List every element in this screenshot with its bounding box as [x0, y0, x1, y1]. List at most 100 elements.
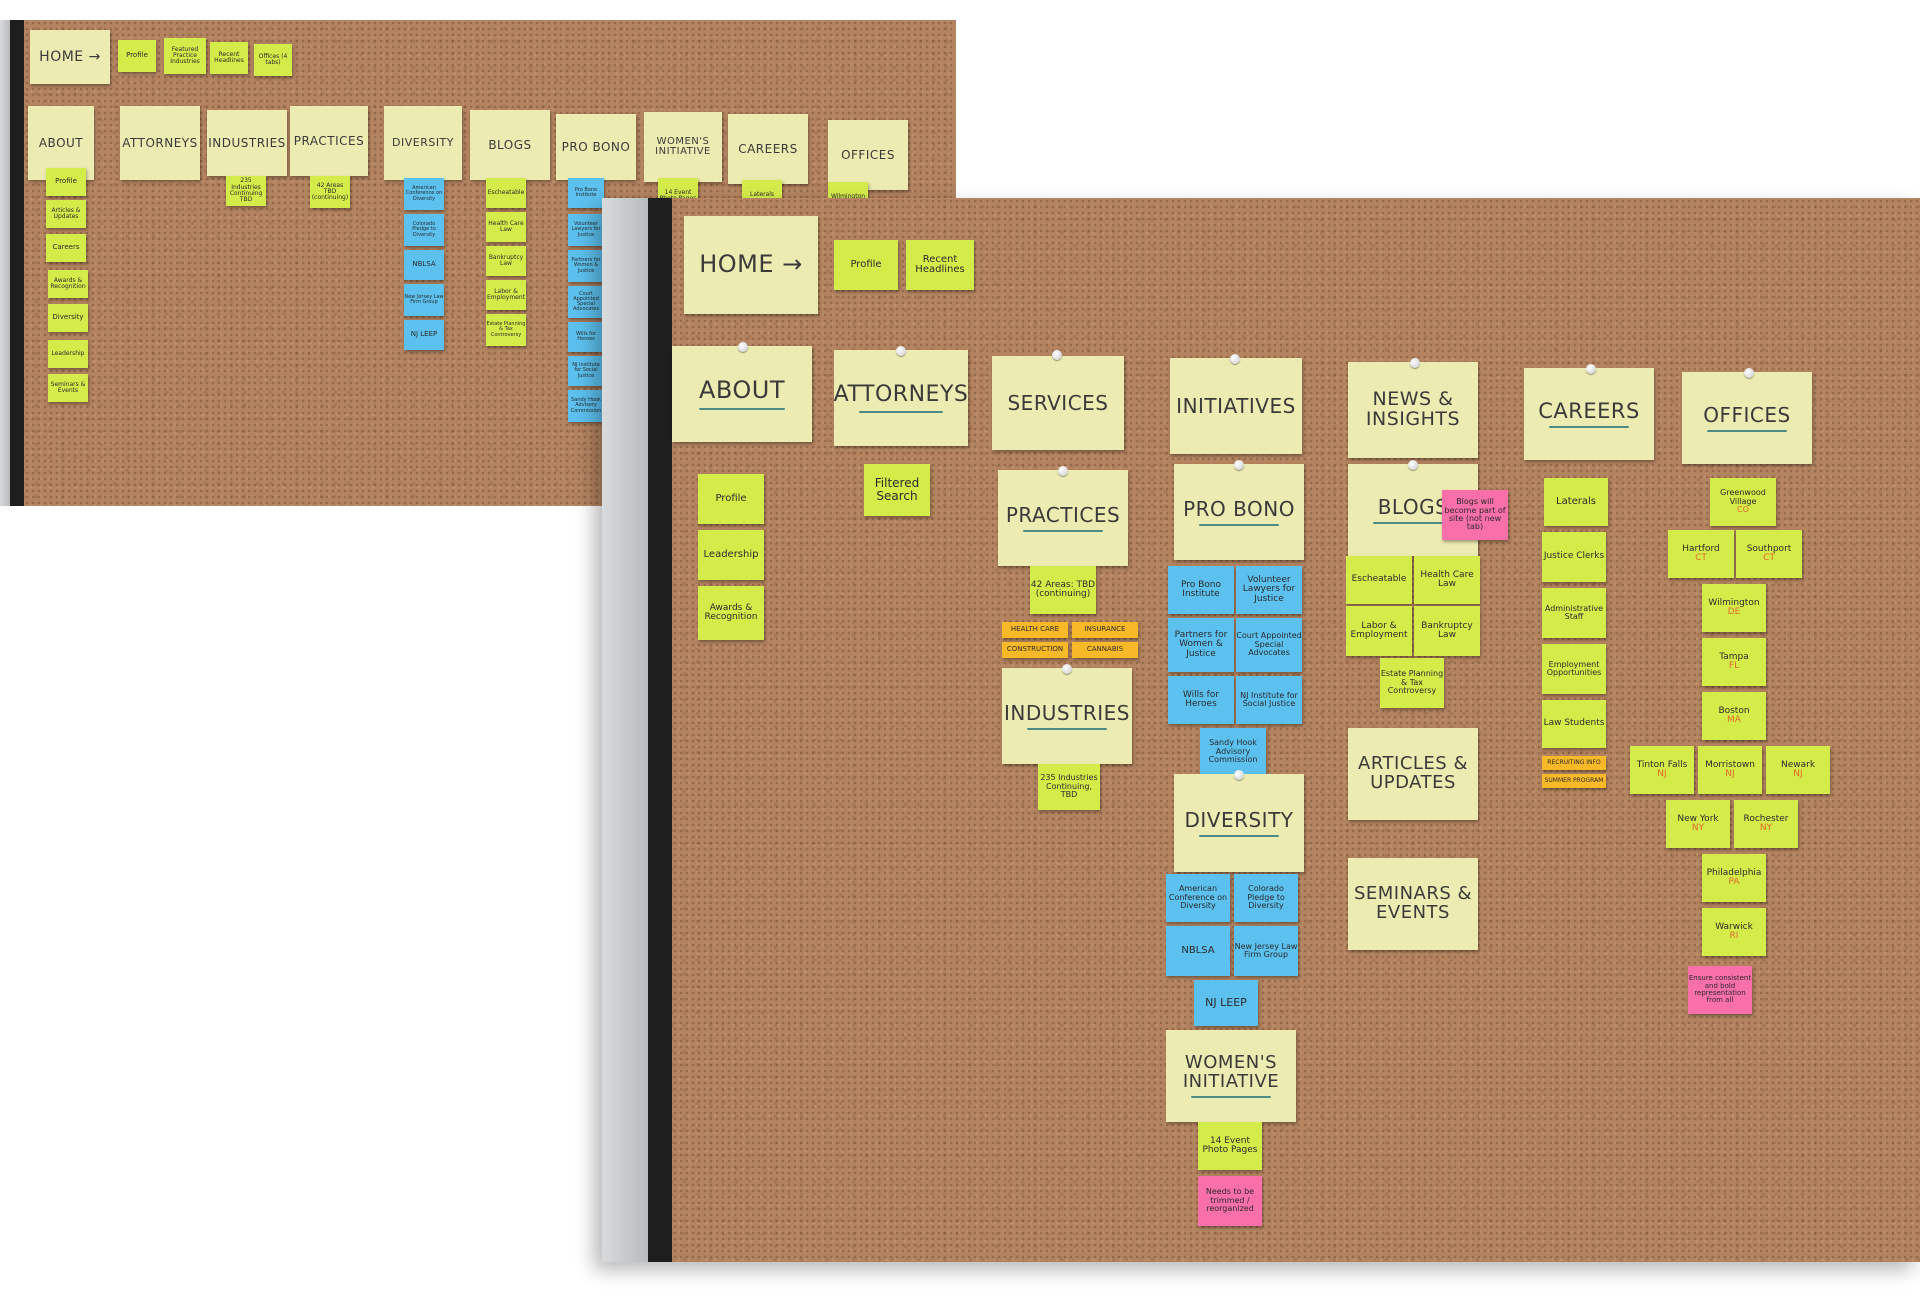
sticky-note-probono: NJ Institute for Social Justice — [1236, 676, 1302, 724]
sticky-note: Escheatable — [486, 178, 526, 208]
sticky-note-blog: Estate Planning & Tax Controversy — [1380, 658, 1444, 708]
push-pin — [1052, 350, 1062, 360]
sticky-note-diversity: American Conference on Diversity — [1166, 874, 1230, 922]
sticky-note: Awards & Recognition — [48, 270, 88, 298]
sticky-note-offices-note: Ensure consistent and bold representatio… — [1688, 966, 1752, 1014]
sticky-note-header: PRACTICES — [290, 106, 368, 176]
sticky-note: Colorado Pledge to Diversity — [404, 214, 444, 246]
push-pin — [1234, 770, 1244, 780]
sticky-note-header: PRO BONO — [556, 114, 636, 180]
push-pin — [1410, 358, 1420, 368]
sticky-note: 235 Industries Continuing TBD — [226, 176, 266, 206]
sticky-note-diversity: NBLSA — [1166, 926, 1230, 976]
sticky-note: Estate Planning & Tax Controversy — [486, 314, 526, 346]
push-pin — [1408, 460, 1418, 470]
sticky-tag: INSURANCE — [1072, 622, 1138, 638]
sticky-note: Profile — [46, 168, 86, 196]
push-pin — [1062, 664, 1072, 674]
sticky-note-career: Employment Opportunities — [1542, 644, 1606, 694]
push-pin — [1230, 354, 1240, 364]
sticky-note: NJ Institute for Social Justice — [568, 356, 604, 386]
push-pin — [738, 342, 748, 352]
sticky-note-home-item: Featured Practice Industries — [164, 38, 206, 74]
sticky-note-career: Justice Clerks — [1542, 532, 1606, 582]
sticky-note: Wills for Heroes — [568, 322, 604, 352]
sticky-note: Labor & Employment — [486, 280, 526, 310]
push-pin — [1058, 466, 1068, 476]
sticky-note-header-about: ABOUT — [672, 346, 812, 442]
sticky-note: Health Care Law — [486, 212, 526, 242]
sticky-note-header-news: NEWS & INSIGHTS — [1348, 362, 1478, 458]
sticky-note-header: WOMEN'S INITIATIVE — [644, 112, 722, 182]
sticky-note-header-attorneys: ATTORNEYS — [834, 350, 968, 446]
sticky-note-header-offices: OFFICES — [1682, 372, 1812, 464]
sticky-note-probono: Sandy Hook Advisory Commission — [1200, 728, 1266, 776]
sticky-note: Volunteer Lawyers for Justice — [568, 214, 604, 246]
sticky-note-header: OFFICES — [828, 120, 908, 190]
sticky-note-home-item: Profile — [834, 240, 898, 290]
sticky-note-blog: Bankruptcy Law — [1414, 606, 1480, 656]
sticky-note-probono: Partners for Women & Justice — [1168, 618, 1234, 672]
push-pin — [1234, 460, 1244, 470]
sticky-note-seminars: SEMINARS & EVENTS — [1348, 858, 1478, 950]
push-pin — [1586, 364, 1596, 374]
sticky-note: Careers — [46, 234, 86, 262]
sticky-note-blog: Health Care Law — [1414, 556, 1480, 604]
sticky-note-diversity: New Jersey Law Firm Group — [1234, 926, 1298, 976]
sticky-note-header-careers: CAREERS — [1524, 368, 1654, 460]
board-frame-edge — [10, 20, 24, 506]
sticky-note-probono: Wills for Heroes — [1168, 676, 1234, 724]
sticky-note-practices: PRACTICES — [998, 470, 1128, 566]
sticky-note-diversity: Colorado Pledge to Diversity — [1234, 874, 1298, 922]
sticky-note-home-item: Recent Headlines — [906, 240, 974, 290]
sticky-note-blog: Labor & Employment — [1346, 606, 1412, 656]
sticky-note: Bankruptcy Law — [486, 246, 526, 276]
sticky-note-womens-initiative: 14 Event Photo Pages — [1198, 1122, 1262, 1170]
sticky-note-header: ABOUT — [28, 106, 94, 180]
sticky-tag: SUMMER PROGRAM — [1542, 774, 1606, 788]
sticky-note-probono: Court Appointed Special Advocates — [1236, 618, 1302, 672]
sticky-note-header: ATTORNEYS — [120, 106, 200, 180]
sticky-note-diversity: NJ LEEP — [1194, 980, 1258, 1026]
sticky-note: Seminars & Events — [48, 374, 88, 402]
sticky-note-blog: Escheatable — [1346, 556, 1412, 604]
sticky-note-about: Profile — [698, 474, 764, 524]
sticky-note-practices-note: 42 Areas: TBD (continuing) — [1030, 566, 1096, 614]
sticky-tag: RECRUITING INFO — [1542, 756, 1606, 770]
sticky-note: Articles & Updates — [46, 200, 86, 228]
sticky-note: Leadership — [48, 340, 88, 368]
sticky-note-about: Awards & Recognition — [698, 586, 764, 640]
sticky-tag: HEALTH CARE — [1002, 622, 1068, 638]
sticky-note-diversity: DIVERSITY — [1174, 774, 1304, 872]
sticky-note-header: INDUSTRIES — [207, 110, 287, 176]
wall-frame — [602, 198, 648, 1262]
sticky-note-home-item: Recent Headlines — [210, 42, 248, 74]
sticky-note: American Conference on Diversity — [404, 178, 444, 210]
push-pin — [896, 346, 906, 356]
sticky-note-probono: Pro Bono Institute — [1168, 566, 1234, 614]
sticky-note-womens-initiative: WOMEN'S INITIATIVE — [1166, 1030, 1296, 1122]
sticky-note: New Jersey Law Firm Group — [404, 284, 444, 316]
sticky-note-home-item: Profile — [118, 40, 156, 72]
push-pin — [1744, 368, 1754, 378]
front-photo: HOME → Profile Recent Headlines ABOUT AT… — [602, 198, 1920, 1262]
sticky-tag: CANNABIS — [1072, 642, 1138, 658]
sticky-note-home-item: Offices (4 tabs) — [254, 44, 292, 76]
sticky-note-probono: PRO BONO — [1174, 464, 1304, 560]
sticky-note-career: Administrative Staff — [1542, 588, 1606, 638]
sticky-note: Pro Bono Institute — [568, 178, 604, 208]
sticky-note-about: Leadership — [698, 530, 764, 580]
sticky-note-home: HOME → — [30, 30, 110, 84]
